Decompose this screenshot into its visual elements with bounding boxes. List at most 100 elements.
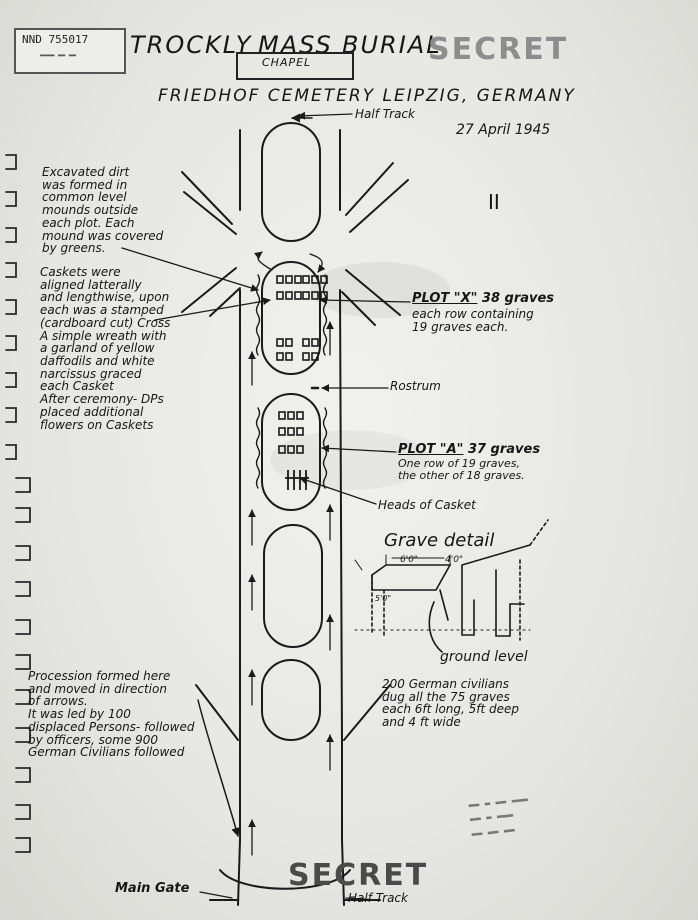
note-excavated-dirt: Excavated dirt was formed in common leve… bbox=[42, 165, 164, 256]
plot-x-graves bbox=[276, 275, 328, 361]
secret-stamp-top: SECRET bbox=[428, 32, 569, 67]
grave-box bbox=[311, 352, 319, 361]
leader-heads bbox=[299, 476, 377, 505]
leader-half-track-bottom bbox=[345, 897, 379, 901]
grave-box bbox=[296, 445, 304, 454]
grave-box bbox=[320, 275, 328, 284]
grave-box bbox=[278, 411, 286, 420]
grave-width-dimension: 4'0" bbox=[445, 555, 464, 565]
casket-heads bbox=[285, 470, 309, 490]
plot-x-description: each row containing 19 graves each. bbox=[412, 307, 534, 334]
grave-box bbox=[296, 427, 304, 436]
plot-x-name: PLOT "X" bbox=[412, 291, 478, 306]
plot-a-oval bbox=[261, 393, 321, 511]
mound-a-right bbox=[322, 407, 328, 489]
grave-box bbox=[287, 427, 295, 436]
grave-detail-sketch bbox=[354, 519, 549, 653]
grave-box bbox=[287, 411, 295, 420]
grave-box bbox=[287, 445, 295, 454]
plot-x-label: PLOT "X" 38 graves bbox=[412, 292, 554, 306]
stamp-code: NND 755017 bbox=[22, 33, 89, 46]
plot-x-count: 38 graves bbox=[481, 291, 555, 306]
half-track-bottom-label: Half Track bbox=[348, 891, 408, 905]
bottom-oval-bed bbox=[261, 659, 321, 741]
grave-box bbox=[294, 275, 302, 284]
mound-x-left bbox=[255, 274, 261, 356]
note-german-civilians: 200 German civilians dug all the 75 grav… bbox=[382, 677, 520, 730]
receipt-stamp-marks: ▬▬ ▬ ▬▬ ▬▬▬ ▬▬ ▬ ▬▬▬ ▬▬ ▬▬ ▬▬ bbox=[468, 794, 529, 840]
crossroad-upper-right bbox=[345, 162, 409, 233]
top-oval-bed bbox=[261, 122, 321, 242]
grave-box bbox=[276, 275, 284, 284]
ink-smudge-2 bbox=[270, 430, 430, 490]
half-track-top-label: Half Track bbox=[355, 107, 415, 121]
chapel-building bbox=[236, 52, 354, 80]
plot-x-oval bbox=[261, 261, 321, 375]
grave-box bbox=[285, 352, 293, 361]
binder-brackets bbox=[5, 154, 31, 853]
declassification-stamp: NND 755017 ▬▬▬▬ ▬▬ ▬▬ bbox=[14, 28, 126, 74]
crossroad-lower-right bbox=[341, 269, 401, 326]
cemetery-subtitle: FRIEDHOF CEMETERY LEIPZIG, GERMANY bbox=[158, 86, 576, 106]
note-procession: Procession formed here and moved in dire… bbox=[28, 669, 195, 760]
heads-of-casket-label: Heads of Casket bbox=[378, 498, 476, 512]
grave-box bbox=[302, 352, 310, 361]
plot-a-description: One row of 19 graves, the other of 18 gr… bbox=[398, 457, 525, 482]
grave-box bbox=[302, 275, 310, 284]
leader-half-track-top bbox=[297, 111, 353, 120]
leader-main-gate bbox=[199, 891, 233, 899]
leader-caskets bbox=[154, 297, 271, 321]
rostrum-label: Rostrum bbox=[390, 379, 441, 393]
grave-box bbox=[278, 445, 286, 454]
grave-length-dimension: 6'0" bbox=[400, 555, 419, 565]
grave-box bbox=[302, 338, 310, 347]
grave-box bbox=[276, 338, 284, 347]
leader-dirt bbox=[121, 247, 259, 292]
arrow-circuit-left bbox=[254, 251, 273, 271]
document-date: 27 April 1945 bbox=[456, 122, 551, 138]
plot-a-label: PLOT "A" 37 graves bbox=[398, 443, 540, 457]
grave-box bbox=[320, 291, 328, 300]
main-gate-label: Main Gate bbox=[115, 881, 190, 896]
grave-depth-dimension: 5'0" bbox=[375, 594, 392, 603]
crossroad-lower-left bbox=[181, 267, 241, 317]
leader-plot-a bbox=[321, 444, 397, 453]
gate-road-left bbox=[195, 684, 239, 741]
title-word-1: TROCKLY bbox=[130, 31, 253, 59]
grave-box bbox=[285, 291, 293, 300]
grave-box bbox=[302, 291, 310, 300]
plot-a-count: 37 graves bbox=[467, 442, 541, 457]
lower-oval-bed bbox=[263, 524, 323, 648]
grave-detail-title: Grave detail bbox=[384, 530, 495, 551]
grave-box bbox=[294, 291, 302, 300]
grave-box bbox=[311, 291, 319, 300]
grave-box bbox=[311, 338, 319, 347]
road-right-edge bbox=[339, 129, 345, 906]
mound-x-right bbox=[322, 274, 328, 356]
road-left-edge bbox=[237, 129, 241, 906]
ground-level-label: ground level bbox=[440, 649, 528, 665]
gate-opening bbox=[219, 869, 351, 890]
procession-arrow bbox=[197, 699, 241, 837]
grave-box bbox=[276, 352, 284, 361]
plot-a-graves bbox=[278, 411, 304, 454]
gate-road-right bbox=[343, 684, 391, 741]
grave-box bbox=[278, 427, 286, 436]
grave-box bbox=[296, 411, 304, 420]
crossroad-upper-left bbox=[181, 171, 237, 235]
mound-a-left bbox=[255, 407, 261, 489]
arrow-circuit-right bbox=[309, 253, 326, 273]
note-caskets: Caskets were aligned latterally and leng… bbox=[40, 265, 171, 432]
grave-box bbox=[285, 275, 293, 284]
title-word-3: BURIAL bbox=[342, 31, 442, 59]
leader-plot-x bbox=[319, 296, 411, 305]
grave-box bbox=[285, 338, 293, 347]
stamp-fine-print: ▬▬▬▬ ▬▬ ▬▬ bbox=[40, 52, 77, 59]
plot-a-name: PLOT "A" bbox=[398, 442, 464, 457]
chapel-label: CHAPEL bbox=[262, 56, 312, 69]
grave-box bbox=[311, 275, 319, 284]
grave-box bbox=[276, 291, 284, 300]
ink-smudge bbox=[310, 262, 450, 318]
